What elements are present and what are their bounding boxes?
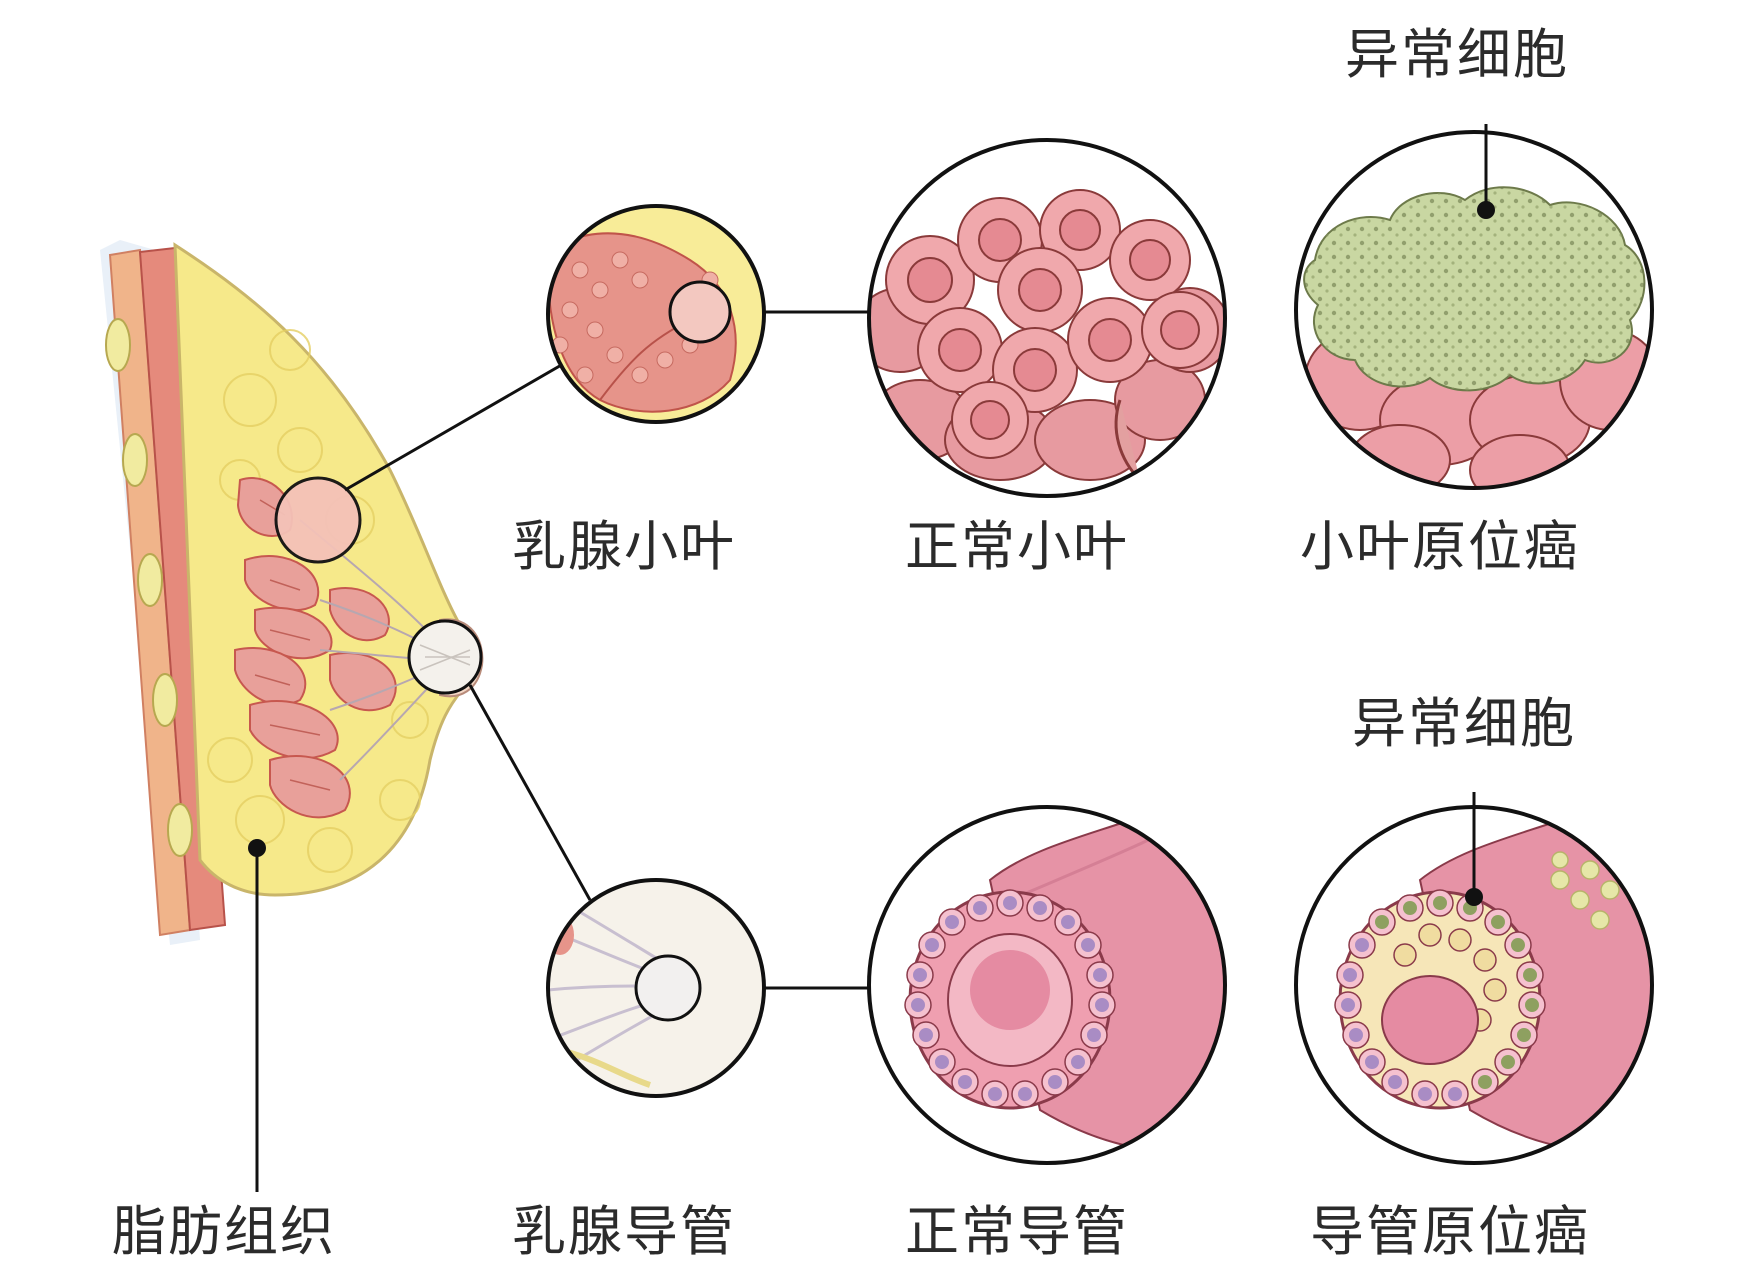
abnormal-cells-label-top: 异常细胞 — [1345, 23, 1569, 86]
breast-cross-section — [100, 240, 484, 1192]
normal-duct-label: 正常导管 — [905, 1200, 1129, 1263]
dcis-illustration — [1294, 792, 1654, 1165]
normal-lobule-label: 正常小叶 — [905, 515, 1129, 578]
duct-label: 乳腺导管 — [512, 1200, 736, 1263]
abnormal-cells-label-bottom: 异常细胞 — [1352, 692, 1576, 755]
duct-magnifier — [546, 878, 766, 1098]
lcis-label: 小叶原位癌 — [1300, 515, 1580, 578]
lobule-magnifier — [546, 204, 766, 424]
normal-duct-illustration — [867, 805, 1227, 1165]
lcis-illustration — [1294, 124, 1654, 490]
normal-lobule-illustration — [867, 138, 1227, 498]
lobule-label: 乳腺小叶 — [512, 515, 736, 578]
fat-tissue-label: 脂肪组织 — [112, 1200, 336, 1263]
dcis-label: 导管原位癌 — [1310, 1200, 1590, 1263]
